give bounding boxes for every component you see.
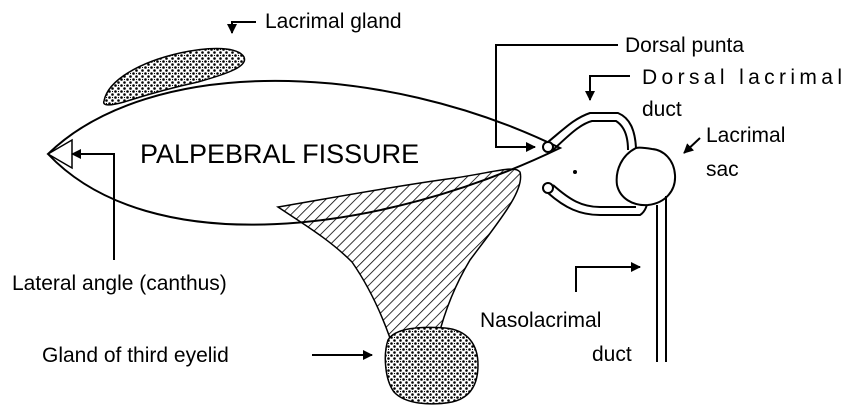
label-lacrimal-sac-2: sac (706, 158, 739, 181)
label-lacrimal-gland: Lacrimal gland (265, 10, 402, 33)
lateral-angle-arrow (72, 154, 114, 260)
palpebral-fissure-title: PALPEBRAL FISSURE (140, 139, 419, 169)
lacrimal-gland-arrow (232, 22, 256, 33)
ventral-punctum (543, 183, 553, 193)
lacrimal-gland-shape (104, 48, 245, 104)
label-lateral-angle: Lateral angle (canthus) (12, 272, 227, 295)
label-dorsal-punta: Dorsal punta (625, 34, 744, 57)
label-lacrimal-sac-1: Lacrimal (706, 124, 785, 147)
label-nasolacrimal-duct-2: duct (592, 343, 632, 366)
label-gland-third-eyelid: Gland of third eyelid (42, 344, 229, 367)
dorsal-lacrimal-duct-arrow (590, 76, 630, 100)
dorsal-lacrimal-duct-inner (553, 121, 628, 150)
dorsal-punctum (543, 142, 553, 152)
label-dorsal-lacrimal-duct-1: Dorsal lacrimal (642, 66, 842, 89)
medial-dot (573, 170, 577, 174)
nasolacrimal-duct-arrow (576, 267, 640, 292)
dorsal-punta-arrow (496, 45, 618, 147)
label-dorsal-lacrimal-duct-2: duct (642, 98, 682, 121)
label-nasolacrimal-duct-1: Nasolacrimal (480, 309, 601, 332)
lacrimal-sac-arrow (684, 138, 700, 153)
gland-third-eyelid-shape (385, 327, 478, 404)
